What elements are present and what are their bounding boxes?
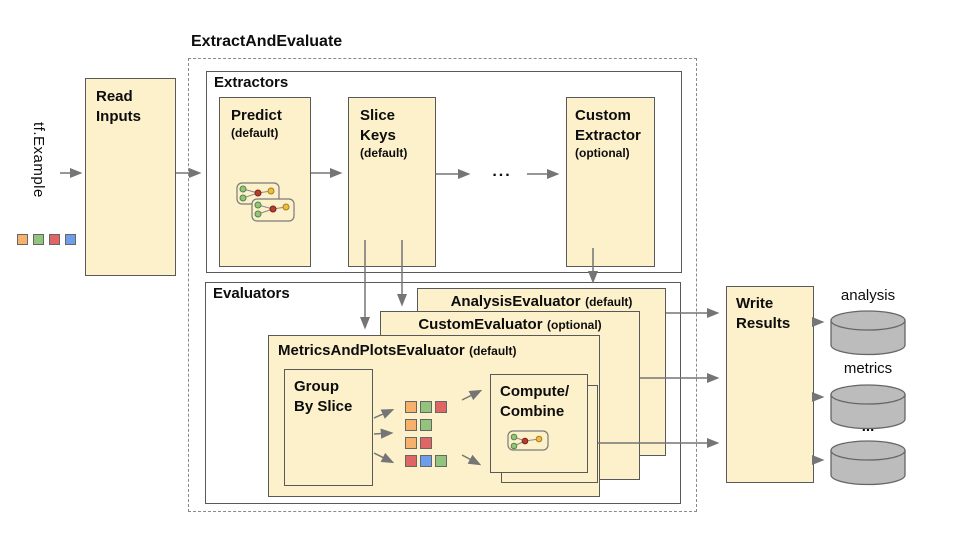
slice-keys-box: Slice Keys (default) bbox=[348, 97, 436, 267]
group-by-slice-label: Group By Slice bbox=[294, 378, 353, 415]
group-by-slice-box: Group By Slice bbox=[284, 369, 373, 486]
slice-row bbox=[405, 455, 447, 467]
slice-grid bbox=[405, 401, 447, 473]
metrics-evaluator-qualifier: (default) bbox=[469, 344, 517, 358]
predict-model-icon bbox=[236, 182, 295, 222]
tf-example-label: tf.Example bbox=[30, 122, 47, 198]
compute-model-icon bbox=[507, 430, 549, 451]
analysis-evaluator-qualifier: (default) bbox=[585, 295, 633, 309]
database-cylinder-metrics bbox=[830, 384, 906, 430]
green-square bbox=[435, 455, 447, 467]
read-inputs-label: Read Inputs bbox=[96, 88, 141, 125]
predict-label: Predict bbox=[231, 107, 282, 124]
red-square bbox=[435, 401, 447, 413]
extractors-label: Extractors bbox=[214, 74, 289, 91]
output-label-analysis: analysis bbox=[840, 287, 896, 304]
extractor-ellipsis: ... bbox=[492, 163, 512, 180]
green-square bbox=[420, 401, 432, 413]
green-square bbox=[33, 234, 44, 245]
diagram-title: ExtractAndEvaluate bbox=[191, 33, 343, 50]
slice-row bbox=[405, 419, 447, 431]
custom-extractor-box: Custom Extractor (optional) bbox=[566, 97, 655, 267]
metrics-evaluator-label: MetricsAndPlotsEvaluator bbox=[278, 342, 465, 359]
predict-qualifier: (default) bbox=[231, 125, 279, 140]
extractors-box bbox=[206, 71, 682, 273]
custom-extractor-qualifier: (optional) bbox=[575, 145, 630, 160]
compute-combine-label: Compute/ Combine bbox=[500, 383, 570, 420]
evaluators-box bbox=[205, 282, 681, 504]
red-square bbox=[405, 455, 417, 467]
orange-square bbox=[405, 437, 417, 449]
write-results-box: Write Results bbox=[726, 286, 814, 483]
write-results-label: Write Results bbox=[736, 295, 791, 332]
blue-square bbox=[65, 234, 76, 245]
evaluators-label: Evaluators bbox=[213, 285, 290, 302]
slice-row bbox=[405, 401, 447, 413]
red-square bbox=[49, 234, 60, 245]
orange-square bbox=[405, 419, 417, 431]
custom-extractor-label: Custom Extractor bbox=[575, 107, 641, 144]
read-inputs-box: Read Inputs bbox=[85, 78, 176, 276]
slice-keys-label: Slice Keys bbox=[360, 107, 396, 144]
orange-square bbox=[405, 401, 417, 413]
extract-and-evaluate-container bbox=[188, 58, 697, 512]
output-label-metrics: metrics bbox=[843, 360, 893, 377]
compute-combine-box: Compute/ Combine bbox=[490, 374, 588, 473]
database-cylinder-analysis bbox=[830, 310, 906, 356]
input-squares bbox=[17, 234, 76, 245]
slice-keys-qualifier: (default) bbox=[360, 145, 408, 160]
green-square bbox=[420, 419, 432, 431]
custom-evaluator-label: CustomEvaluator bbox=[418, 316, 543, 333]
predict-box: Predict (default) bbox=[219, 97, 311, 267]
blue-square bbox=[420, 455, 432, 467]
analysis-evaluator-label: AnalysisEvaluator bbox=[450, 293, 581, 310]
orange-square bbox=[17, 234, 28, 245]
slice-row bbox=[405, 437, 447, 449]
database-cylinder-more bbox=[830, 440, 906, 486]
custom-evaluator-qualifier: (optional) bbox=[547, 318, 602, 332]
red-square bbox=[420, 437, 432, 449]
